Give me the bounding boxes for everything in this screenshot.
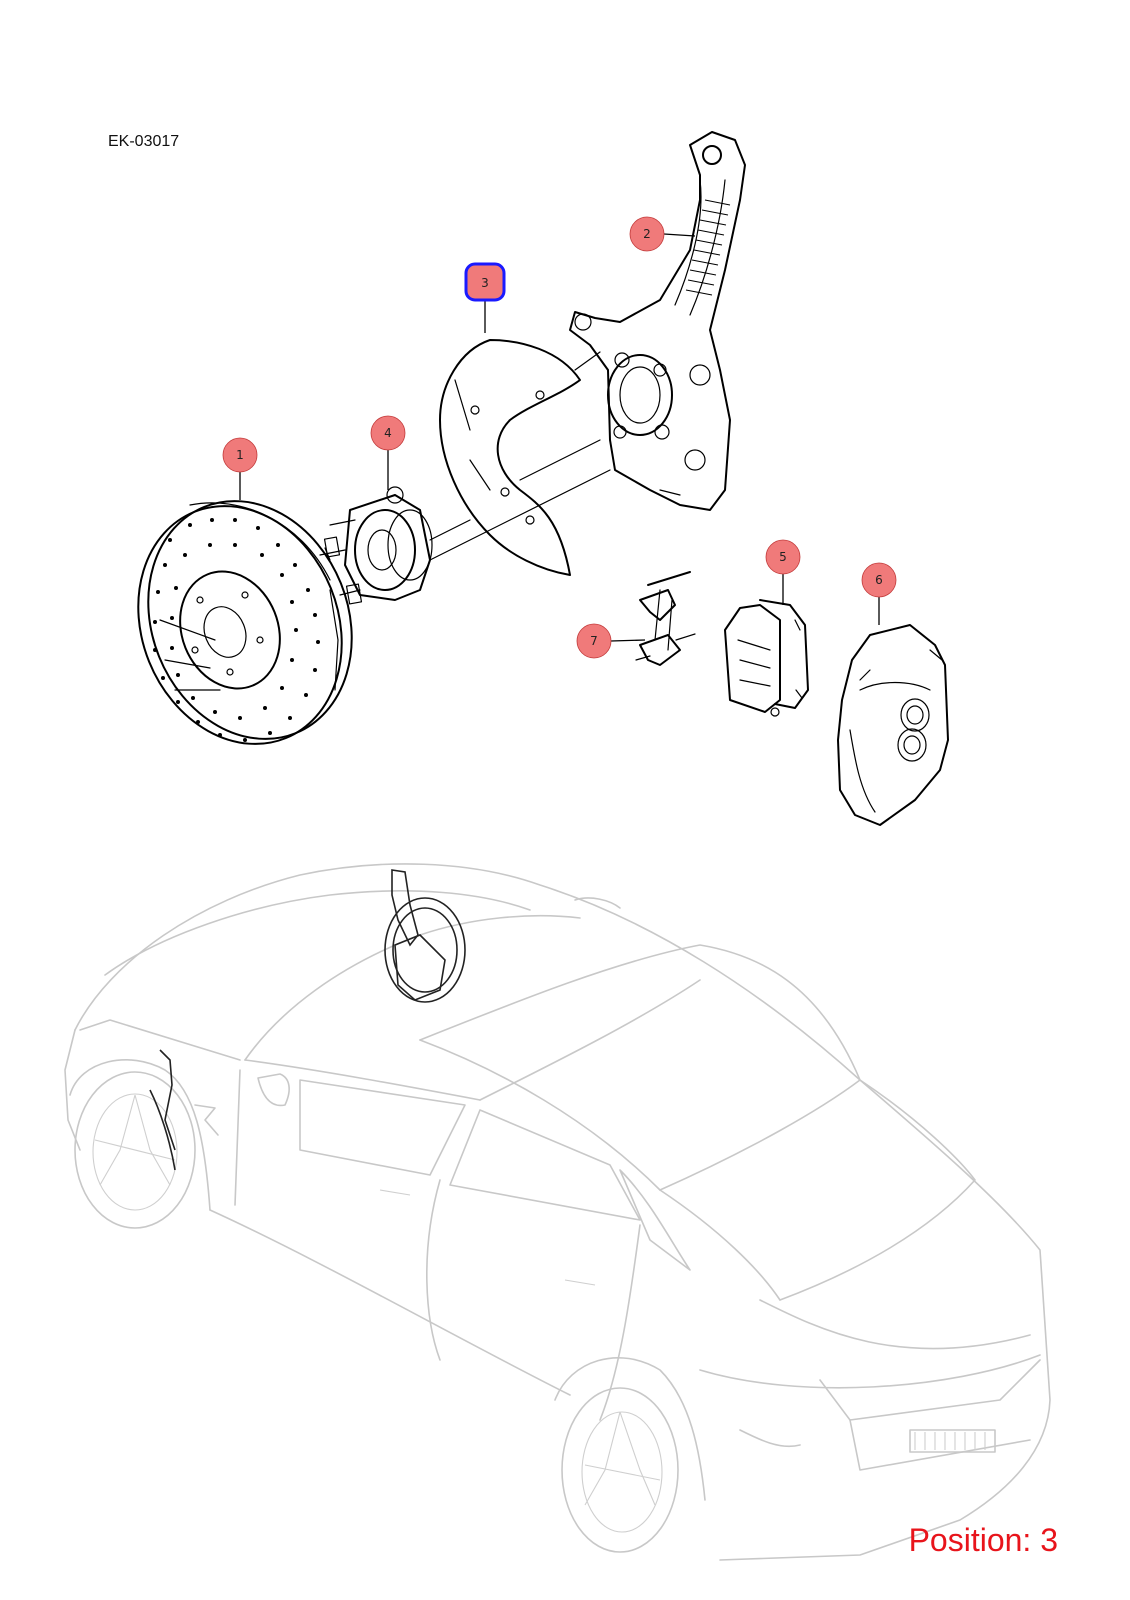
leader-line-2 [663,233,696,237]
callout-2[interactable]: 2 [629,216,665,252]
wheel-hub-drawing [319,469,611,605]
callout-3-selected[interactable]: 3 [464,262,506,302]
callout-label-1: 1 [236,448,244,462]
callout-label-5: 5 [779,550,787,564]
steering-knuckle-drawing [519,131,746,511]
brake-disc-drawing [137,500,353,745]
leader-line-7 [610,639,646,642]
brake-caliper-drawing [837,624,949,826]
callout-1[interactable]: 1 [222,437,258,473]
callout-label-2: 2 [643,227,651,241]
callout-7[interactable]: 7 [576,623,612,659]
callout-4[interactable]: 4 [370,415,406,451]
callout-6[interactable]: 6 [861,562,897,598]
callout-label-6: 6 [875,573,883,587]
vehicle-front-brake-highlight [149,869,466,1171]
callout-5[interactable]: 5 [765,539,801,575]
callout-label-3: 3 [481,276,489,290]
callout-label-4: 4 [384,426,392,440]
leader-lines [239,233,880,642]
document-code: EK-03017 [108,133,180,150]
position-indicator: Position: 3 [908,1522,1058,1558]
callout-label-7: 7 [590,634,598,648]
brake-dust-shield-drawing [439,339,601,576]
vehicle-outline [64,863,1051,1561]
pad-retaining-spring-drawing [635,571,696,666]
brake-pads-drawing [724,599,809,717]
